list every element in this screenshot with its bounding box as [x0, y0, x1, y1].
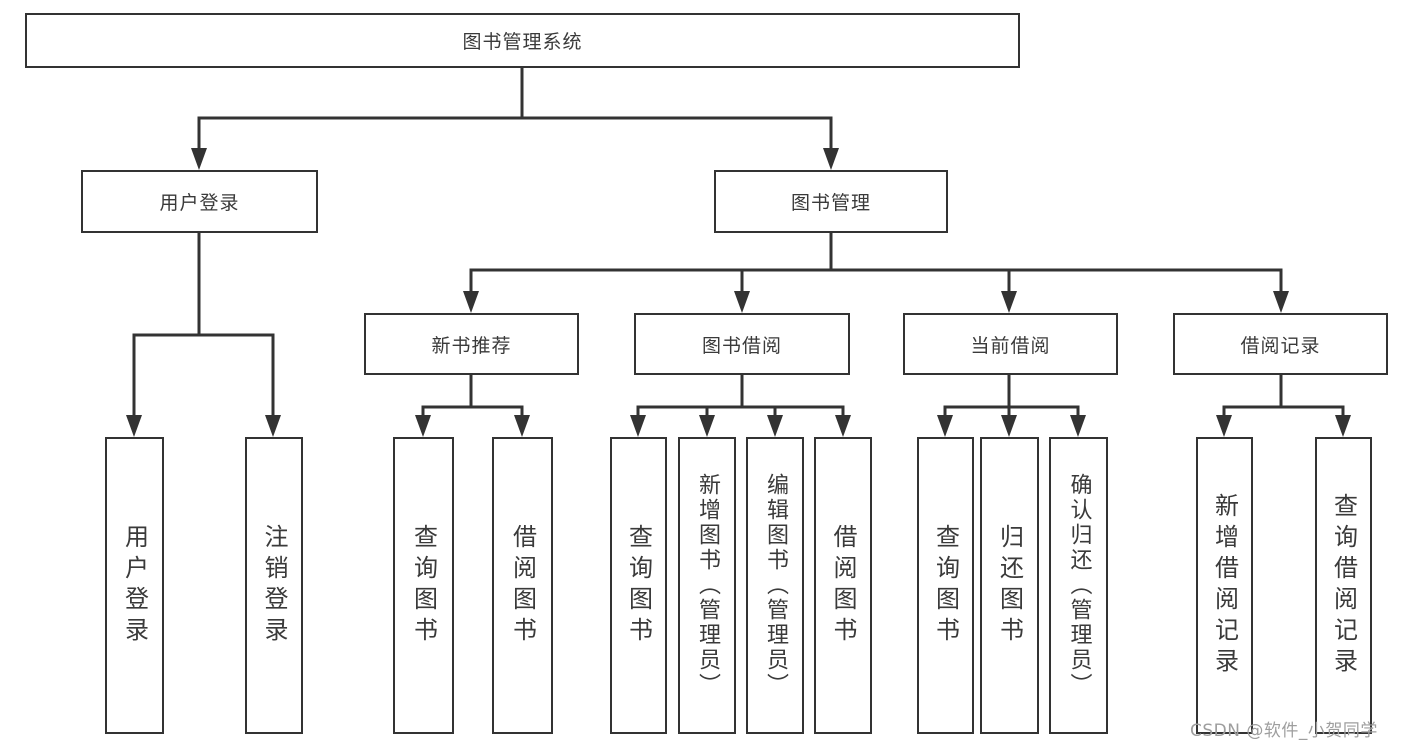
leaf-confirm-return-admin: 确认归还（管理员）: [1049, 437, 1108, 734]
leaf-add-borrow-record: 新增借阅记录: [1196, 437, 1253, 734]
leaf-query-borrow-record: 查询借阅记录: [1315, 437, 1372, 734]
node-label: 注销登录: [260, 523, 288, 648]
leaf-add-books-admin: 新增图书（管理员）: [678, 437, 736, 734]
leaf-return-books: 归还图书: [980, 437, 1039, 734]
leaf-borrow-books: 借阅图书: [814, 437, 872, 734]
node-label: 新书推荐: [431, 334, 512, 357]
node-label: 新增借阅记录: [1210, 492, 1239, 679]
csdn-watermark: CSDN @软件_小贺同学: [1190, 721, 1378, 741]
leaf-borrow-books-recommend: 借阅图书: [492, 437, 553, 734]
node-label: 确认归还（管理员）: [1066, 473, 1092, 698]
node-label: 图书管理: [790, 192, 871, 214]
node-library-system: 图书管理系统: [25, 13, 1020, 68]
node-label: 借阅记录: [1240, 334, 1321, 357]
leaf-query-books-current: 查询图书: [917, 437, 974, 734]
node-label: 查询图书: [409, 523, 438, 648]
leaf-logout-login: 注销登录: [245, 437, 303, 734]
node-book-management: 图书管理: [714, 170, 948, 233]
node-label: 查询图书: [931, 523, 960, 648]
node-label: 图书借阅: [701, 334, 782, 357]
node-label: 图书管理系统: [462, 31, 583, 53]
node-label: 借阅图书: [508, 523, 537, 648]
node-label: 查询图书: [624, 523, 653, 648]
node-label: 当前借阅: [970, 334, 1051, 357]
node-book-borrow: 图书借阅: [634, 313, 850, 375]
node-current-borrow: 当前借阅: [903, 313, 1118, 375]
leaf-user-login: 用户登录: [105, 437, 164, 734]
node-user-login: 用户登录: [81, 170, 318, 233]
node-label: 查询借阅记录: [1329, 492, 1358, 679]
leaf-query-books-borrow: 查询图书: [610, 437, 667, 734]
node-label: 用户登录: [159, 192, 240, 214]
node-label: 归还图书: [995, 523, 1024, 648]
node-label: 编辑图书（管理员）: [763, 473, 788, 698]
node-label: 用户登录: [120, 523, 149, 648]
node-label: 借阅图书: [829, 523, 857, 648]
leaf-query-books-recommend: 查询图书: [393, 437, 454, 734]
leaf-edit-books-admin: 编辑图书（管理员）: [746, 437, 804, 734]
node-borrow-records: 借阅记录: [1173, 313, 1388, 375]
node-label: 新增图书（管理员）: [695, 473, 720, 698]
node-new-book-recommend: 新书推荐: [364, 313, 579, 375]
